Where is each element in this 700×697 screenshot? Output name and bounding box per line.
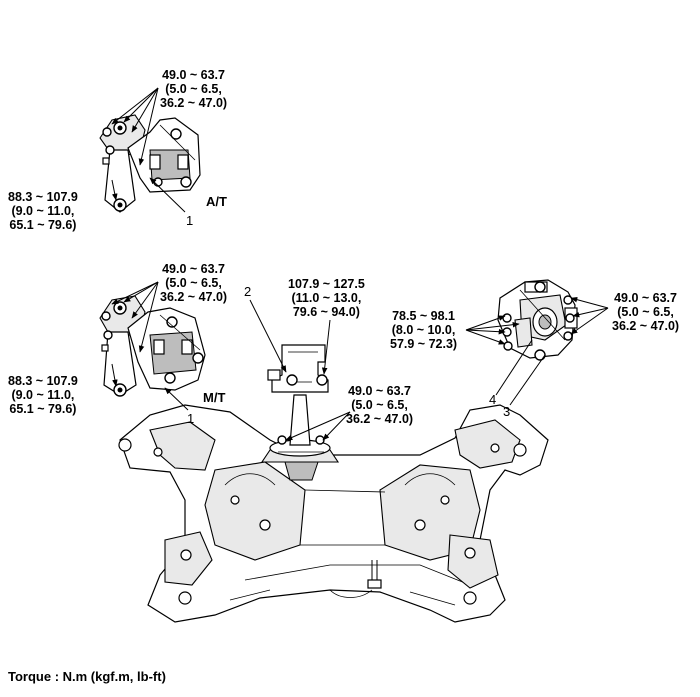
torque-nm: 78.5 ~ 98.1 [392, 309, 455, 323]
rear-bottom-torque-label: 49.0 ~ 63.7 (5.0 ~ 6.5, 36.2 ~ 47.0) [346, 384, 413, 426]
transmission-mount [497, 279, 578, 361]
torque-kgfm: (9.0 ~ 11.0, [11, 388, 75, 402]
torque-nm: 49.0 ~ 63.7 [348, 384, 411, 398]
subframe [118, 404, 549, 623]
torque-nm: 88.3 ~ 107.9 [8, 374, 78, 388]
torque-kgfm: (5.0 ~ 6.5, [617, 305, 674, 319]
at-left-torque-label: 88.3 ~ 107.9 (9.0 ~ 11.0, 65.1 ~ 79.6) [8, 190, 78, 232]
torque-lbft: 36.2 ~ 47.0) [346, 412, 414, 426]
torque-kgfm: (5.0 ~ 6.5, [351, 398, 408, 412]
right-left-torque-label: 78.5 ~ 98.1 (8.0 ~ 10.0, 57.9 ~ 72.3) [390, 309, 457, 351]
at-tag: A/T [206, 194, 227, 209]
torque-kgfm: (9.0 ~ 11.0, [11, 204, 75, 218]
torque-kgfm: (11.0 ~ 13.0, [291, 291, 362, 305]
torque-kgfm: (5.0 ~ 6.5, [165, 82, 222, 96]
torque-lbft: 65.1 ~ 79.6) [9, 402, 77, 416]
at-callout-number: 1 [186, 213, 194, 228]
right-right-torque-label: 49.0 ~ 63.7 (5.0 ~ 6.5, 36.2 ~ 47.0) [612, 291, 679, 333]
rear-top-torque-label: 107.9 ~ 127.5 (11.0 ~ 13.0, 79.6 ~ 94.0) [288, 277, 365, 319]
torque-kgfm: (8.0 ~ 10.0, [391, 323, 456, 337]
mt-left-torque-label: 88.3 ~ 107.9 (9.0 ~ 11.0, 65.1 ~ 79.6) [8, 374, 78, 416]
torque-nm: 49.0 ~ 63.7 [614, 291, 677, 305]
mt-tag: M/T [203, 390, 226, 405]
torque-units-footer: Torque : N.m (kgf.m, lb-ft) [8, 669, 166, 684]
torque-kgfm: (5.0 ~ 6.5, [165, 276, 222, 290]
right-callout-number-4: 4 [489, 392, 497, 407]
torque-lbft: 36.2 ~ 47.0) [160, 290, 228, 304]
torque-nm: 107.9 ~ 127.5 [288, 277, 365, 291]
torque-lbft: 36.2 ~ 47.0) [160, 96, 228, 110]
mt-top-torque-label: 49.0 ~ 63.7 (5.0 ~ 6.5, 36.2 ~ 47.0) [160, 262, 227, 304]
at-engine-mount [99, 114, 201, 213]
torque-nm: 49.0 ~ 63.7 [162, 262, 225, 276]
right-callout-number-3: 3 [503, 404, 511, 419]
mt-callout-number: 1 [187, 411, 195, 426]
torque-lbft: 79.6 ~ 94.0) [292, 305, 360, 319]
rear-roll-stopper [260, 344, 340, 481]
torque-lbft: 65.1 ~ 79.6) [9, 218, 77, 232]
torque-nm: 49.0 ~ 63.7 [162, 68, 225, 82]
mt-engine-mount [99, 295, 206, 397]
rear-callout-number: 2 [244, 284, 252, 299]
torque-nm: 88.3 ~ 107.9 [8, 190, 78, 204]
at-top-torque-label: 49.0 ~ 63.7 (5.0 ~ 6.5, 36.2 ~ 47.0) [160, 68, 227, 110]
torque-lbft: 57.9 ~ 72.3) [390, 337, 458, 351]
torque-lbft: 36.2 ~ 47.0) [612, 319, 680, 333]
leader-lines [111, 87, 609, 441]
